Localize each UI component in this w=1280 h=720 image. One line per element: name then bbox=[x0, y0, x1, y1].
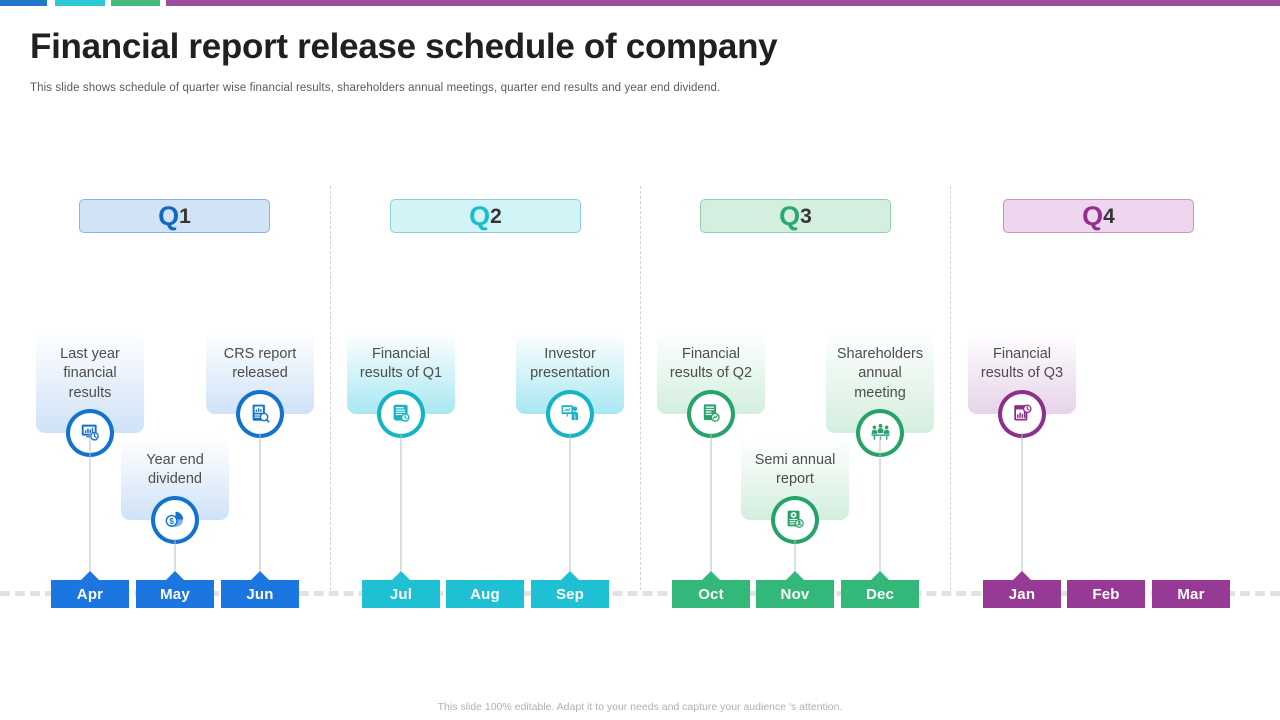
event-card[interactable]: Financial results of Q2 bbox=[657, 332, 765, 434]
month-tab-notch bbox=[166, 571, 184, 580]
timeline-event[interactable]: Financial results of Q1 bbox=[347, 332, 455, 434]
footer-note: This slide 100% editable. Adapt it to yo… bbox=[437, 701, 843, 713]
month-tab-mar[interactable]: Mar bbox=[1152, 580, 1230, 608]
event-label: Financial results of Q3 bbox=[980, 346, 1064, 382]
month-tab-feb[interactable]: Feb bbox=[1067, 580, 1145, 608]
event-label: CRS report released bbox=[223, 346, 297, 382]
month-tab-notch bbox=[702, 571, 720, 580]
event-connector bbox=[879, 433, 881, 573]
accent-bar-blue bbox=[0, 0, 47, 6]
page-subtitle: This slide shows schedule of quarter wis… bbox=[30, 82, 721, 94]
month-tab-notch bbox=[561, 571, 579, 580]
month-tab-jul[interactable]: Jul bbox=[362, 571, 440, 608]
svg-text:$: $ bbox=[169, 517, 174, 526]
event-card[interactable]: Last year financial results bbox=[36, 332, 144, 453]
event-card[interactable]: Year end dividend $ bbox=[121, 438, 229, 540]
month-tab-aug[interactable]: Aug bbox=[446, 580, 524, 608]
quarter-divider-3 bbox=[950, 186, 951, 590]
timeline-event[interactable]: Investor presentation bbox=[516, 332, 624, 434]
timeline-axis bbox=[0, 591, 1280, 596]
quarter-letter: Q bbox=[779, 200, 801, 231]
scroll-document-icon[interactable] bbox=[381, 393, 421, 434]
event-card[interactable]: Investor presentation bbox=[516, 332, 624, 434]
month-tab-notch bbox=[81, 571, 99, 580]
event-label: Financial results of Q1 bbox=[359, 346, 443, 382]
event-label: Semi annual report bbox=[754, 452, 836, 488]
event-label: Shareholders annual meeting bbox=[836, 346, 924, 401]
event-label: Last year financial results bbox=[60, 346, 120, 401]
timeline-event[interactable]: Semi annual report bbox=[741, 438, 849, 540]
event-connector bbox=[794, 539, 796, 573]
event-card[interactable]: Financial results of Q3 bbox=[968, 332, 1076, 434]
timeline-event[interactable]: Year end dividend $ bbox=[121, 438, 229, 540]
event-label: Year end dividend bbox=[146, 452, 204, 488]
event-card[interactable]: CRS report released bbox=[206, 332, 314, 434]
quarter-letter: Q bbox=[1082, 200, 1104, 231]
month-tab-nov[interactable]: Nov bbox=[756, 571, 834, 608]
month-tab-jan[interactable]: Jan bbox=[983, 571, 1061, 608]
quarter-number: 3 bbox=[800, 204, 812, 228]
accent-bar-purple bbox=[166, 0, 1280, 6]
month-tab-notch bbox=[392, 571, 410, 580]
document-chart-icon[interactable] bbox=[691, 393, 731, 434]
quarter-divider-1 bbox=[330, 186, 331, 590]
event-connector bbox=[259, 433, 261, 573]
report-gear-icon[interactable] bbox=[775, 499, 815, 540]
event-connector bbox=[1021, 433, 1023, 573]
event-label: Investor presentation bbox=[530, 346, 610, 382]
month-tab-jun[interactable]: Jun bbox=[221, 571, 299, 608]
quarter-number: 1 bbox=[179, 204, 191, 228]
month-tab-notch bbox=[786, 571, 804, 580]
month-tab-dec[interactable]: Dec bbox=[841, 571, 919, 608]
calendar-chart-icon[interactable] bbox=[1002, 393, 1042, 434]
quarter-number: 4 bbox=[1103, 204, 1115, 228]
event-connector bbox=[400, 433, 402, 573]
quarter-divider-2 bbox=[640, 186, 641, 590]
timeline-event[interactable]: CRS report released bbox=[206, 332, 314, 434]
quarter-letter: Q bbox=[469, 200, 491, 231]
timeline-event[interactable]: Financial results of Q3 bbox=[968, 332, 1076, 434]
report-search-icon[interactable] bbox=[240, 393, 280, 434]
month-tab-apr[interactable]: Apr bbox=[51, 571, 129, 608]
event-connector bbox=[569, 433, 571, 573]
month-tab-notch bbox=[1013, 571, 1031, 580]
timeline-event[interactable]: Last year financial results bbox=[36, 332, 144, 453]
quarter-number: 2 bbox=[490, 204, 502, 228]
page-title: Financial report release schedule of com… bbox=[30, 27, 778, 66]
timeline-event[interactable]: Financial results of Q2 bbox=[657, 332, 765, 434]
event-connector bbox=[89, 433, 91, 573]
event-card[interactable]: Semi annual report bbox=[741, 438, 849, 540]
accent-bar-cyan bbox=[55, 0, 105, 6]
accent-bar-green bbox=[111, 0, 160, 6]
month-tab-may[interactable]: May bbox=[136, 571, 214, 608]
event-label: Financial results of Q2 bbox=[669, 346, 753, 382]
quarter-letter: Q bbox=[158, 200, 180, 231]
month-tab-sep[interactable]: Sep bbox=[531, 571, 609, 608]
event-card[interactable]: Financial results of Q1 bbox=[347, 332, 455, 434]
event-connector bbox=[174, 539, 176, 573]
pie-dollar-icon[interactable]: $ bbox=[155, 499, 195, 540]
timeline-event[interactable]: Shareholders annual meeting bbox=[826, 332, 934, 453]
event-card[interactable]: Shareholders annual meeting bbox=[826, 332, 934, 453]
event-connector bbox=[710, 433, 712, 573]
month-tab-notch bbox=[251, 571, 269, 580]
month-tab-notch bbox=[871, 571, 889, 580]
presenter-board-icon[interactable] bbox=[550, 393, 590, 434]
month-tab-oct[interactable]: Oct bbox=[672, 571, 750, 608]
